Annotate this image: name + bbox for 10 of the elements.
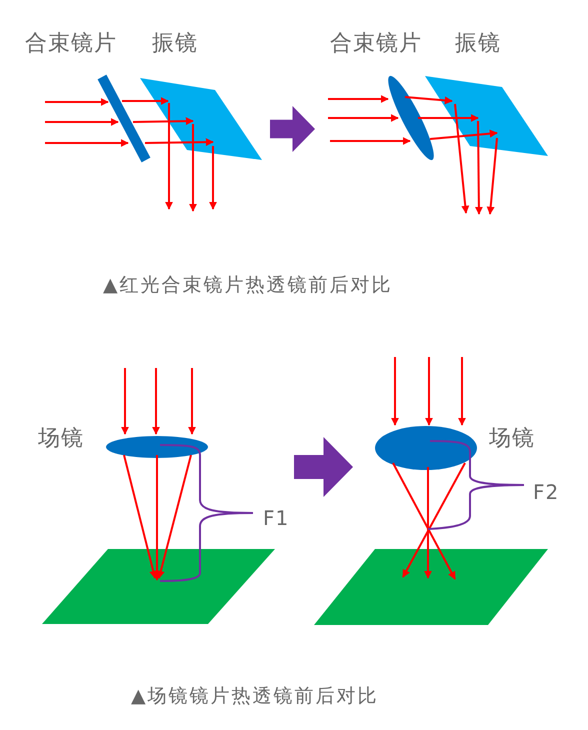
part-label: 振镜 <box>455 33 501 55</box>
part-label: 合束镜片 <box>25 33 117 55</box>
focal-length-label: F1 <box>263 508 290 528</box>
focal-length-label: F2 <box>533 482 560 502</box>
part-label: 场镜 <box>489 428 535 450</box>
part-label: 场镜 <box>38 428 84 450</box>
figure-caption: ▲红光合束镜片热透镜前后对比 <box>103 276 393 295</box>
part-label: 振镜 <box>152 33 198 55</box>
figure-caption: ▲场镜镜片热透镜前后对比 <box>131 687 379 706</box>
part-label: 合束镜片 <box>330 33 422 55</box>
